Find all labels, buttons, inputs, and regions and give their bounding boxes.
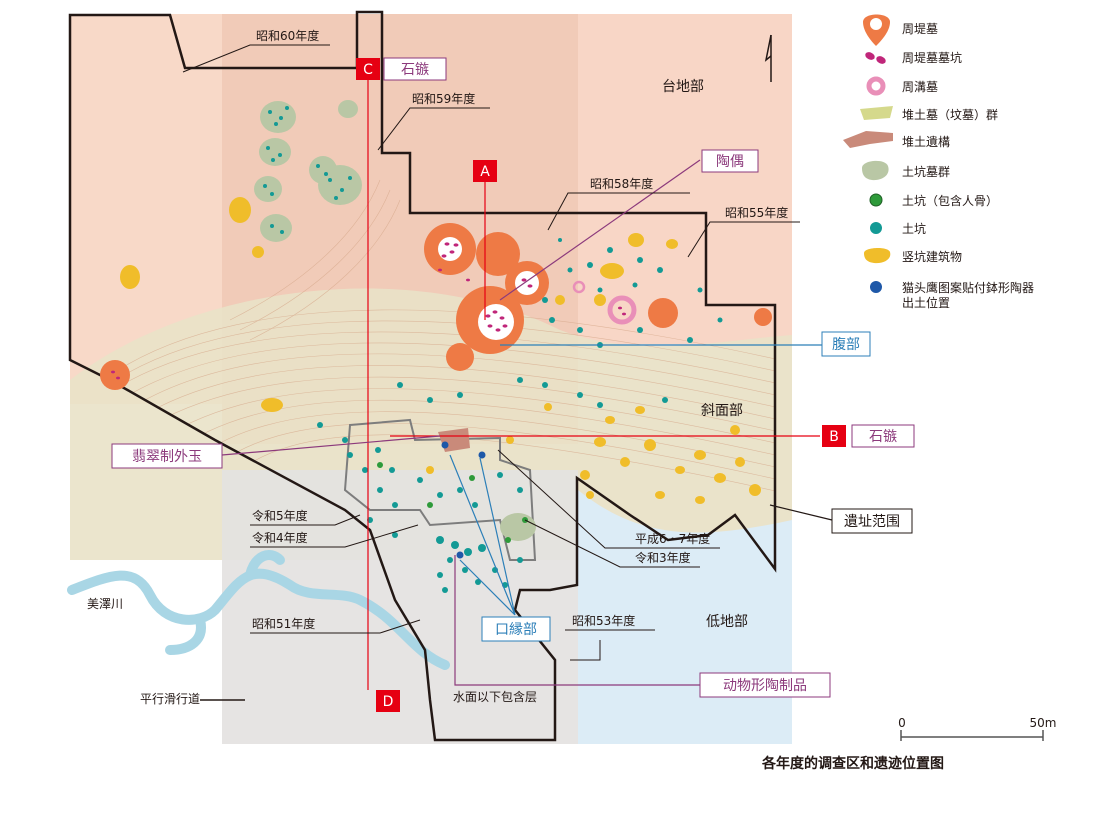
pottery-find-icon bbox=[870, 281, 882, 293]
marker-c-label: C bbox=[363, 62, 373, 78]
year-s51-label: 昭和51年度 bbox=[252, 616, 315, 631]
legend-item-6: 土坑（包含人骨） bbox=[869, 193, 998, 208]
legend-item-1: 周堤墓墓坑 bbox=[865, 50, 962, 65]
pit-icon bbox=[870, 222, 882, 234]
legend-item-3: 堆土墓（坟墓）群 bbox=[860, 106, 998, 122]
year-s55-label: 昭和55年度 bbox=[725, 205, 788, 220]
mound-structure-icon bbox=[843, 131, 893, 148]
year-leader-lines bbox=[182, 44, 800, 701]
site-boundary bbox=[68, 10, 777, 742]
zone-lowland-label: 低地部 bbox=[706, 614, 748, 630]
clay-figure-label: 陶偶 bbox=[716, 154, 744, 170]
callout-clay-figure[interactable]: 陶偶 bbox=[701, 149, 759, 173]
callout-lines bbox=[221, 78, 833, 690]
legend-label-3: 堆土墓（坟墓）群 bbox=[902, 108, 998, 122]
legend-label-2: 周溝墓 bbox=[902, 80, 938, 94]
year-s58-label: 昭和58年度 bbox=[590, 176, 653, 191]
ditch-tomb-ring-icon bbox=[866, 76, 886, 96]
ditch-tombs bbox=[572, 280, 637, 325]
legend-label-0: 周堤墓 bbox=[902, 22, 938, 36]
legend-item-2: 周溝墓 bbox=[866, 76, 938, 96]
legend-item-9: 猫头鹰图案贴付鉢形陶器 出土位置 bbox=[870, 280, 1038, 310]
pits-with-bone bbox=[377, 462, 528, 543]
legend-item-7: 土坑 bbox=[870, 221, 926, 236]
moated-tomb-ring-icon bbox=[863, 14, 890, 46]
year-s60-label: 昭和60年度 bbox=[256, 28, 319, 43]
road-label: 平行滑行道 bbox=[140, 692, 200, 706]
legend-label-7: 土坑 bbox=[902, 221, 926, 236]
legend-item-4: 堆土遺構 bbox=[843, 131, 950, 149]
zone-slope-label: 斜面部 bbox=[701, 403, 743, 419]
stone-arrow-c-label: 石镞 bbox=[401, 62, 429, 78]
marker-d[interactable]: D bbox=[376, 690, 400, 712]
north-arrow-icon bbox=[764, 34, 772, 82]
marker-d-label: D bbox=[383, 694, 394, 710]
map-title: 各年度的调查区和遗迹位置图 bbox=[761, 755, 944, 772]
pit-tomb-group-icon bbox=[862, 160, 889, 181]
scale-end-label: 50m bbox=[1030, 716, 1057, 730]
scale-bar: 0 50m bbox=[898, 716, 1056, 741]
belly-label: 腹部 bbox=[832, 336, 860, 353]
moated-tomb-pit-icon bbox=[865, 52, 886, 64]
site-range-label: 遺址范围 bbox=[844, 513, 900, 530]
legend-label-1: 周堤墓墓坑 bbox=[902, 50, 962, 65]
marker-b-label: B bbox=[829, 429, 839, 445]
rim-label: 口縁部 bbox=[495, 622, 537, 638]
stone-arrow-b-label: 石镞 bbox=[869, 429, 897, 445]
callout-site-range[interactable]: 遺址范围 bbox=[831, 508, 913, 534]
legend-label-8: 竖坑建筑物 bbox=[902, 249, 962, 264]
year-r5-label: 令和5年度 bbox=[252, 508, 308, 523]
marker-b[interactable]: B bbox=[822, 425, 846, 447]
mound-tomb-group-icon bbox=[860, 106, 893, 120]
river bbox=[67, 550, 450, 670]
legend-label-9: 猫头鹰图案贴付鉢形陶器 出土位置 bbox=[902, 280, 1038, 310]
legend-label-5: 土坑墓群 bbox=[902, 164, 950, 179]
year-s53-label: 昭和53年度 bbox=[572, 613, 635, 628]
callout-stone-arrow-b[interactable]: 石镞 bbox=[851, 424, 915, 448]
pit-with-bone-icon bbox=[869, 193, 883, 207]
callout-stone-arrow-c[interactable]: 石镞 bbox=[383, 57, 447, 81]
pit-tomb-groups bbox=[254, 100, 536, 541]
zone-upland-label: 台地部 bbox=[662, 79, 704, 95]
marker-c[interactable]: C bbox=[356, 58, 380, 80]
marker-a-label: A bbox=[480, 164, 490, 180]
legend-item-8: 竖坑建筑物 bbox=[864, 247, 962, 264]
pit-dwellings bbox=[120, 197, 761, 504]
jade-label: 翡翠制外玉 bbox=[132, 449, 202, 465]
callout-rim[interactable]: 口縁部 bbox=[481, 616, 551, 642]
legend-item-0: 周堤墓 bbox=[863, 14, 938, 46]
scale-start-label: 0 bbox=[898, 716, 906, 730]
animal-pottery-label: 动物形陶制品 bbox=[723, 678, 807, 694]
year-r3-label: 令和3年度 bbox=[635, 550, 691, 565]
moated-tombs bbox=[100, 223, 772, 390]
pits bbox=[263, 106, 723, 593]
year-r4-label: 令和4年度 bbox=[252, 530, 308, 545]
year-h67-label: 平成6・7年度 bbox=[635, 531, 710, 546]
underwater-layer-label: 水面以下包含层 bbox=[453, 689, 537, 704]
pottery-find-spots bbox=[441, 441, 486, 559]
pit-dwelling-icon bbox=[864, 247, 891, 264]
callout-animal-pottery[interactable]: 动物形陶制品 bbox=[699, 672, 831, 698]
moated-tomb-pits bbox=[111, 242, 626, 380]
zone-background bbox=[70, 14, 792, 744]
legend: 周堤墓 周堤墓墓坑 周溝墓 堆土墓（坟墓）群 堆土遺構 土坑墓群 土坑（包 bbox=[843, 14, 1038, 310]
legend-label-6: 土坑（包含人骨） bbox=[902, 193, 998, 208]
legend-item-5: 土坑墓群 bbox=[862, 160, 950, 181]
legend-label-4: 堆土遺構 bbox=[902, 134, 950, 149]
callout-belly[interactable]: 腹部 bbox=[821, 331, 871, 357]
contour-lines bbox=[89, 179, 775, 493]
marker-a[interactable]: A bbox=[473, 160, 497, 182]
river-label: 美澤川 bbox=[87, 597, 123, 611]
callout-jade[interactable]: 翡翠制外玉 bbox=[111, 443, 223, 469]
year-s59-label: 昭和59年度 bbox=[412, 91, 475, 106]
